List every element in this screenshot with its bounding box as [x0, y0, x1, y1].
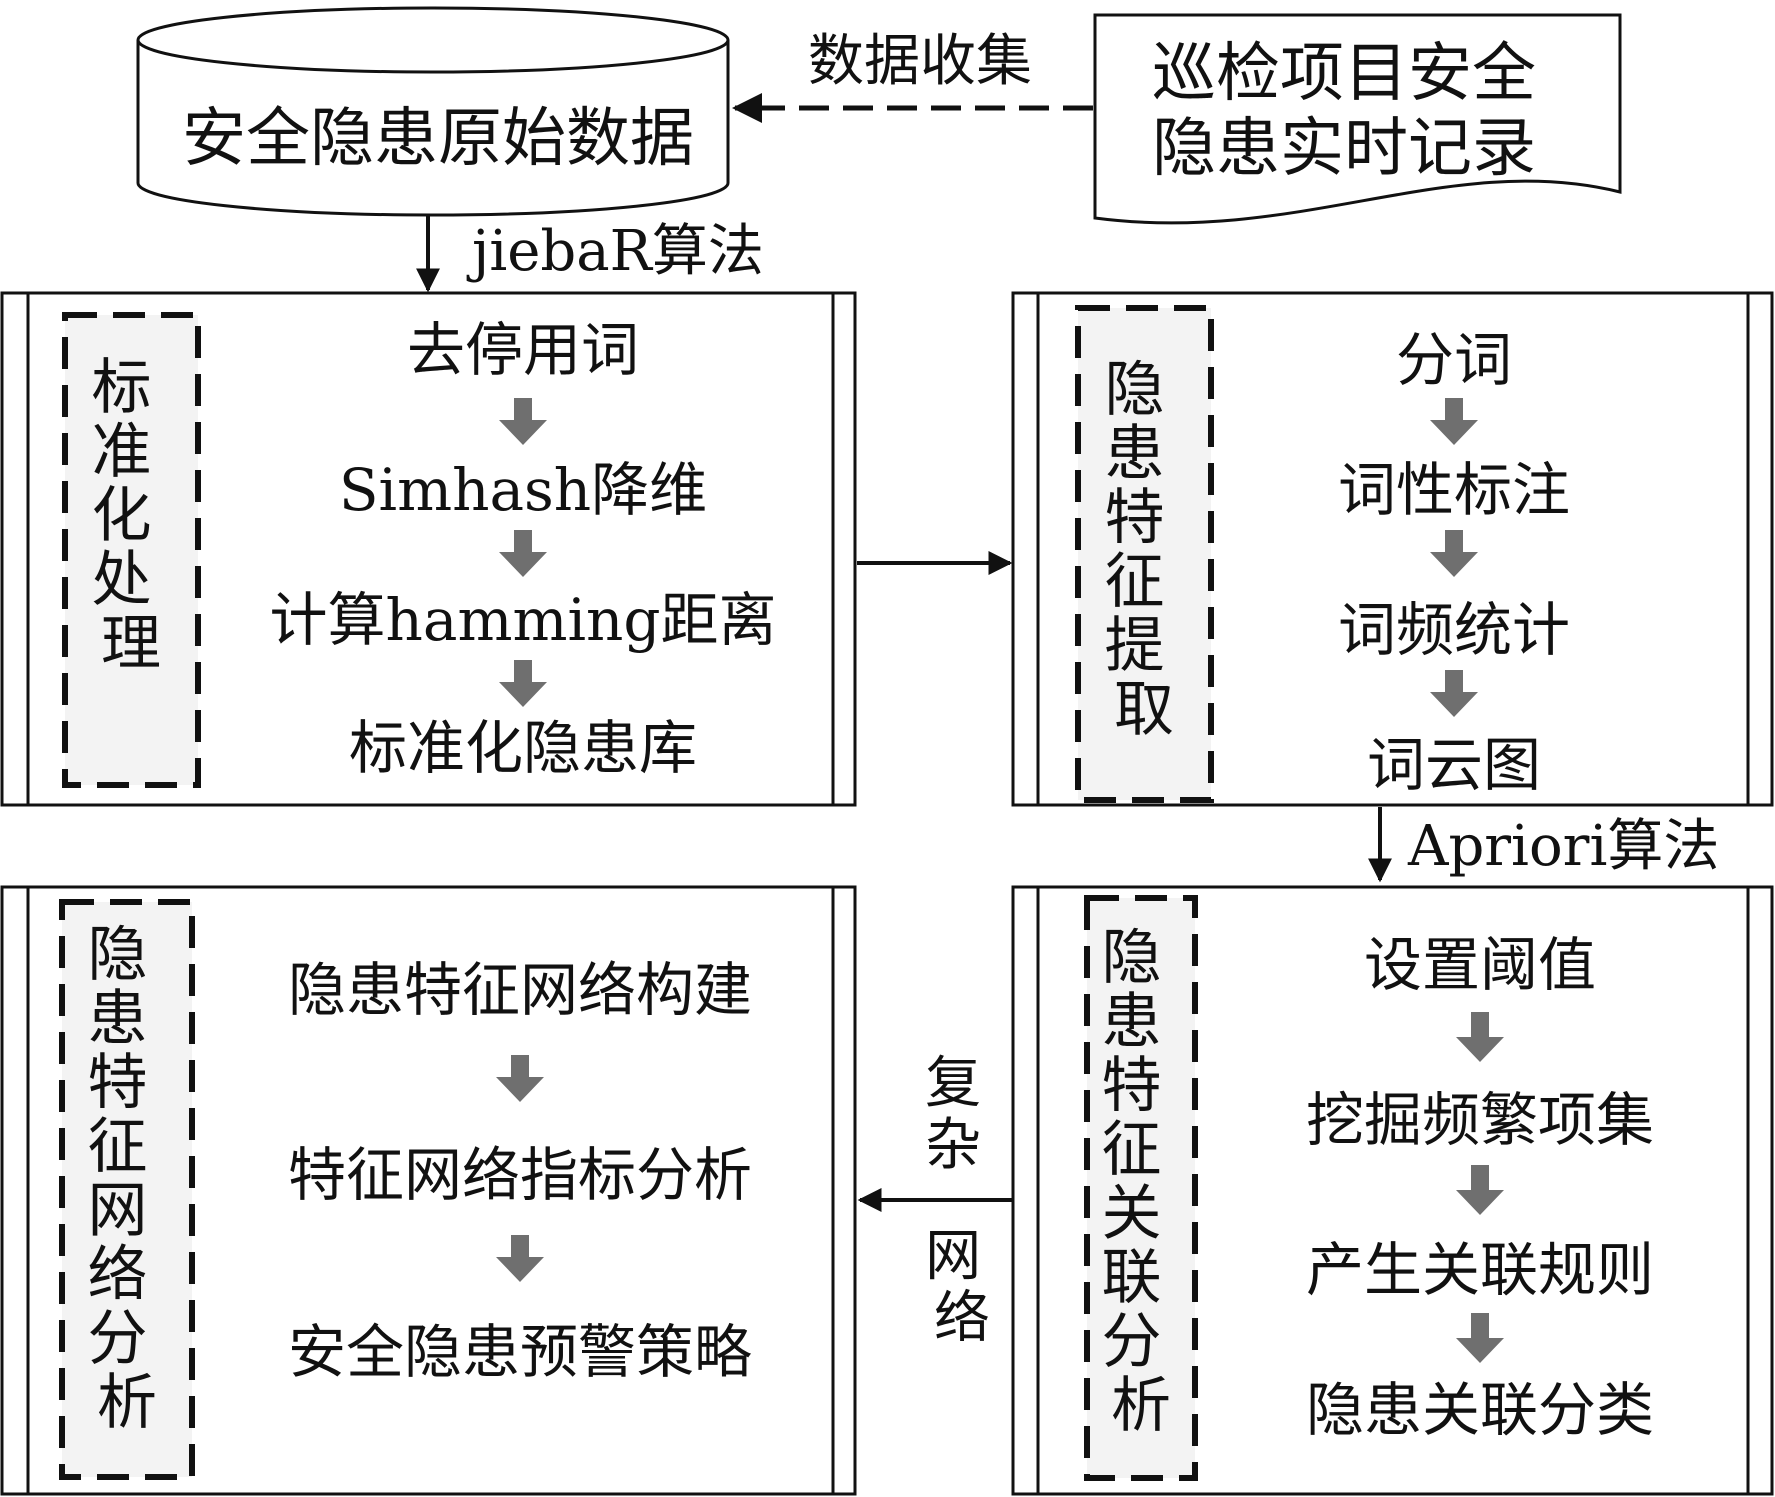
database-cylinder-top [136, 6, 730, 74]
standardize-step-4: 标准化隐患库 [349, 714, 697, 782]
network-title-box [59, 899, 195, 1480]
complex-network-edge: 复 杂 网 络 [857, 1051, 1012, 1351]
extract-step-3: 词频统计 [1338, 596, 1570, 664]
database-label: 安全隐患原始数据 [182, 102, 694, 176]
extract-step-arrow-3 [1430, 670, 1478, 717]
association-step-1: 设置阈值 [1364, 931, 1596, 999]
association-step-4: 隐患关联分类 [1306, 1376, 1654, 1444]
jiebar-edge: jiebaR算法 [416, 215, 764, 293]
standardize-step-2: Simhash降维 [339, 456, 707, 524]
network-step-arrow-2 [496, 1235, 544, 1282]
standardize-step-arrow-3 [499, 660, 547, 707]
extract-title: 隐 患 特 征 提 取 [1104, 355, 1183, 745]
standardize-step-arrow-2 [499, 530, 547, 577]
extract-step-2: 词性标注 [1338, 456, 1570, 524]
standardize-title: 标 准 化 处 理 [91, 353, 170, 679]
network-step-1: 隐患特征网络构建 [288, 956, 752, 1024]
record-line-1: 巡检项目安全 [1152, 37, 1536, 111]
extract-step-4: 词云图 [1367, 731, 1541, 799]
standardize-process-box: 标 准 化 处 理 去停用词 Simhash降维 计算hamming距离 标准化… [0, 291, 857, 807]
network-title: 隐 患 特 征 网 络 分 析 [87, 920, 166, 1438]
standardize-title-box [62, 312, 201, 788]
standardize-step-1: 去停用词 [407, 316, 639, 384]
raw-data-database: 安全隐患原始数据 [136, 6, 730, 217]
network-step-arrow-1 [496, 1055, 544, 1102]
apriori-edge: Apriori算法 [1368, 807, 1719, 883]
network-analysis-box: 隐 患 特 征 网 络 分 析 隐患特征网络构建 特征网络指标分析 安全隐患预警… [0, 885, 857, 1496]
data-collection-label: 数据收集 [808, 29, 1032, 94]
extract-step-arrow-1 [1430, 398, 1478, 445]
extract-step-1: 分词 [1396, 326, 1512, 394]
extract-title-box [1075, 305, 1214, 803]
record-line-2: 隐患实时记录 [1152, 112, 1536, 186]
association-step-arrow-1 [1456, 1012, 1504, 1062]
association-step-arrow-2 [1456, 1165, 1504, 1215]
jiebar-label: jiebaR算法 [466, 219, 764, 284]
data-collection-edge: 数据收集 [732, 29, 1093, 123]
network-step-3: 安全隐患预警策略 [288, 1318, 752, 1386]
standardize-step-arrow-1 [499, 398, 547, 445]
standardize-step-3: 计算hamming距离 [270, 586, 777, 654]
association-title: 隐 患 特 征 关 联 分 析 [1101, 923, 1180, 1441]
apriori-label: Apriori算法 [1407, 814, 1719, 879]
network-step-2: 特征网络指标分析 [288, 1141, 752, 1209]
inspection-record-document: 巡检项目安全 隐患实时记录 [1093, 13, 1622, 225]
association-title-box [1084, 895, 1198, 1481]
association-step-3: 产生关联规则 [1306, 1236, 1654, 1304]
association-step-2: 挖掘频繁项集 [1306, 1086, 1654, 1154]
database-cylinder-body [136, 40, 730, 217]
extract-step-arrow-2 [1430, 530, 1478, 577]
feature-extraction-box: 隐 患 特 征 提 取 分词 词性标注 词频统计 词云图 [1011, 291, 1774, 807]
document-shape [1093, 13, 1622, 225]
association-step-arrow-3 [1456, 1313, 1504, 1363]
complex-network-label: 复 杂 网 络 [925, 1051, 999, 1351]
association-analysis-box: 隐 患 特 征 关 联 分 析 设置阈值 挖掘频繁项集 产生关联规则 隐患关联分… [1011, 885, 1774, 1496]
